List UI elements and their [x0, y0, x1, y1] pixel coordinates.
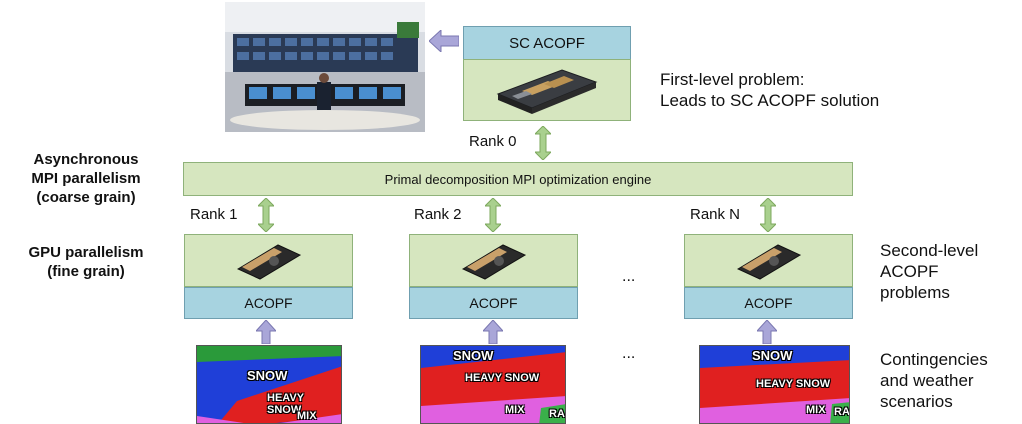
weather-map-2: SNOW HEAVY SNOW MIX RA: [420, 345, 566, 424]
server-icon: [496, 69, 598, 114]
gpu-parallelism-label: GPU parallelism (fine grain): [6, 243, 166, 281]
first-level-line2: Leads to SC ACOPF solution: [660, 91, 880, 110]
second-line1: Second-level: [880, 241, 979, 260]
weather-map-3: SNOW HEAVY SNOW MIX RA: [699, 345, 850, 424]
heavy-snow-label: HEAVY SNOW: [267, 392, 304, 416]
up-arrow-2: [481, 319, 505, 345]
second-level-label: Second-level ACOPF problems: [880, 240, 978, 303]
up-arrow-n: [755, 319, 779, 345]
acopf-box-2: ACOPF: [409, 287, 578, 319]
rain-label: RA: [834, 406, 850, 418]
rank-n-arrow: [758, 197, 778, 233]
rank-n-label: Rank N: [690, 206, 741, 223]
gpu-line1: GPU parallelism: [28, 244, 144, 261]
weather-map-1: SNOW HEAVY SNOW MIX: [196, 345, 342, 424]
snow-label: SNOW: [453, 348, 494, 363]
heavy-snow-label: HEAVY SNOW: [465, 372, 540, 384]
second-line3: problems: [880, 283, 950, 302]
second-line2: ACOPF: [880, 262, 939, 281]
first-level-line1: First-level problem:: [660, 70, 805, 89]
gpu-icon: [461, 243, 526, 280]
rank-1-arrow: [256, 197, 276, 233]
rank-1-label: Rank 1: [190, 206, 238, 223]
cont-line1: Contingencies: [880, 350, 988, 369]
gpu-box-1: [184, 234, 353, 287]
async-line1: Asynchronous: [33, 151, 139, 168]
acopf-box-1: ACOPF: [184, 287, 353, 319]
control-room-photo: [225, 2, 425, 132]
arrow-to-photo: [428, 28, 460, 54]
ellipsis-bottom: ...: [622, 345, 636, 362]
gpu-line2: (fine grain): [47, 263, 125, 280]
contingencies-label: Contingencies and weather scenarios: [880, 349, 988, 412]
acopf-box-n: ACOPF: [684, 287, 853, 319]
async-line3: (coarse grain): [36, 189, 136, 206]
rank-2-arrow: [483, 197, 503, 233]
sc-acopf-label: SC ACOPF: [463, 26, 631, 60]
async-line2: MPI parallelism: [31, 170, 141, 187]
cont-line2: and weather: [880, 371, 974, 390]
gpu-box-n: [684, 234, 853, 287]
mix-label: MIX: [806, 404, 826, 416]
rain-label: RA: [549, 408, 565, 420]
up-arrow-1: [254, 319, 278, 345]
rank-2-label: Rank 2: [414, 206, 462, 223]
server-box: [463, 59, 631, 121]
snow-label: SNOW: [752, 348, 793, 363]
gpu-icon: [736, 243, 801, 280]
mix-label: MIX: [505, 404, 525, 416]
gpu-box-2: [409, 234, 578, 287]
mpi-engine-bar: Primal decomposition MPI optimization en…: [183, 162, 853, 196]
heavy-snow-label: HEAVY SNOW: [756, 378, 831, 390]
gpu-icon: [236, 243, 301, 280]
rank-0-label: Rank 0: [469, 133, 517, 150]
ellipsis-middle: ...: [622, 268, 636, 285]
rank-0-arrow: [533, 125, 553, 161]
async-mpi-label: Asynchronous MPI parallelism (coarse gra…: [6, 150, 166, 207]
mix-label: MIX: [297, 410, 317, 422]
snow-label: SNOW: [247, 368, 288, 383]
cont-line3: scenarios: [880, 392, 953, 411]
